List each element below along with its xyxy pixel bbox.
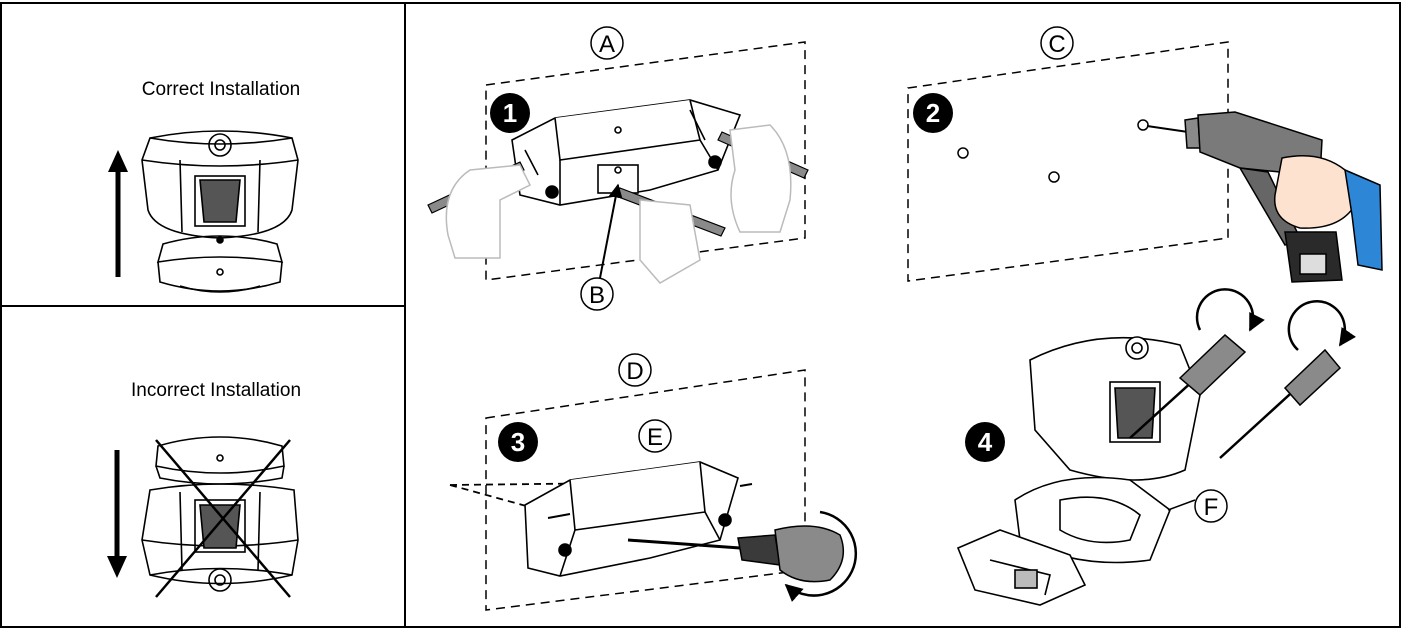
step-1-number: 1 xyxy=(503,98,517,128)
callout-d-label: D xyxy=(626,358,643,385)
step-4-number: 4 xyxy=(978,427,993,457)
hands-outline-icon xyxy=(445,124,792,284)
incorrect-installation-caption: Incorrect Installation xyxy=(131,380,301,401)
hand-with-sleeve-icon xyxy=(1273,155,1383,271)
callout-f-label: F xyxy=(1204,494,1219,521)
callout-b: B xyxy=(580,183,623,311)
screwdrivers-step4-icon xyxy=(1129,288,1357,459)
step-2-badge: 2 xyxy=(913,93,953,133)
step-3-number: 3 xyxy=(511,427,525,457)
step-1-badge: 1 xyxy=(490,93,530,133)
step-3-panel: D E 3 xyxy=(449,353,858,611)
callout-f: F xyxy=(1167,489,1228,523)
detector-head-icon xyxy=(1014,336,1201,564)
callout-a: A xyxy=(590,26,624,60)
step-2-number: 2 xyxy=(926,98,940,128)
wall-outline-d xyxy=(485,369,806,611)
step-4-badge: 4 xyxy=(965,422,1005,462)
cross-mark-icon xyxy=(155,439,291,598)
up-arrow-icon xyxy=(108,150,128,277)
detector-inverted-icon xyxy=(141,436,299,592)
screwdriver-rotate-icon xyxy=(627,510,858,602)
callout-e: E xyxy=(638,419,672,453)
callout-e-label: E xyxy=(647,424,663,451)
base-tray-icon xyxy=(956,529,1087,606)
step-4-panel: 4 F xyxy=(956,288,1357,606)
detector-upright-icon xyxy=(141,130,299,293)
callout-b-label: B xyxy=(589,282,605,309)
incorrect-installation-panel: Incorrect Installation xyxy=(107,380,301,598)
step-3-badge: 3 xyxy=(498,422,538,462)
bracket-on-wall-icon xyxy=(524,461,753,577)
down-arrow-icon xyxy=(107,450,127,578)
correct-installation-panel: Correct Installation xyxy=(108,79,300,293)
callout-c-label: C xyxy=(1048,31,1065,58)
callout-d: D xyxy=(618,353,652,387)
correct-installation-caption: Correct Installation xyxy=(142,79,300,100)
step-1-panel: A 1 xyxy=(427,26,809,311)
mounting-bracket-icon xyxy=(511,99,742,206)
callout-a-label: A xyxy=(599,31,615,58)
step-2-panel: C 2 xyxy=(907,26,1383,283)
wall-outline-c xyxy=(907,41,1229,282)
callout-c: C xyxy=(1040,26,1074,60)
drill-holes xyxy=(957,119,1149,183)
